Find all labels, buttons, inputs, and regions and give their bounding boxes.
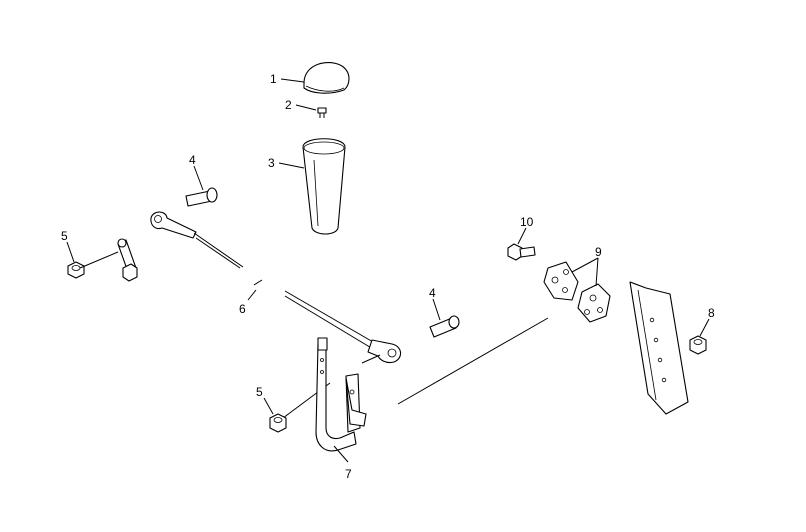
- callout-labels: 1 2 3 4 4 5 5 6 7 8 9 10: [61, 72, 715, 481]
- boot-cone-icon: [302, 138, 346, 235]
- mounting-bracket-icon: [543, 261, 611, 323]
- lock-nut-icon: [269, 413, 287, 433]
- lock-nut-icon: [67, 261, 85, 279]
- pin-bolt-icon: [185, 187, 218, 207]
- callout-9: 9: [595, 245, 602, 259]
- callout-4-top: 4: [189, 153, 196, 167]
- shift-lever-icon: [315, 337, 367, 452]
- callout-5-left: 5: [61, 229, 68, 243]
- callout-10: 10: [520, 215, 534, 229]
- shift-rod-icon: [193, 232, 402, 364]
- callout-8: 8: [708, 306, 715, 320]
- small-screw-icon: [317, 107, 327, 118]
- lock-nut-icon: [689, 335, 707, 355]
- leader-lines: [66, 78, 710, 463]
- frame-plate-icon: [629, 281, 689, 415]
- bolt-icon: [507, 243, 536, 261]
- left-link-arm-icon: [117, 211, 197, 282]
- callout-5-bottom: 5: [256, 385, 263, 399]
- alignment-lines: [79, 251, 549, 419]
- callout-2: 2: [285, 98, 292, 112]
- callout-6: 6: [239, 302, 246, 316]
- callout-1: 1: [270, 72, 277, 86]
- callout-7: 7: [345, 467, 352, 481]
- callout-3: 3: [268, 156, 275, 170]
- callout-4-right: 4: [429, 286, 436, 300]
- pin-bolt-icon: [429, 315, 460, 338]
- shift-knob-icon: [303, 62, 350, 94]
